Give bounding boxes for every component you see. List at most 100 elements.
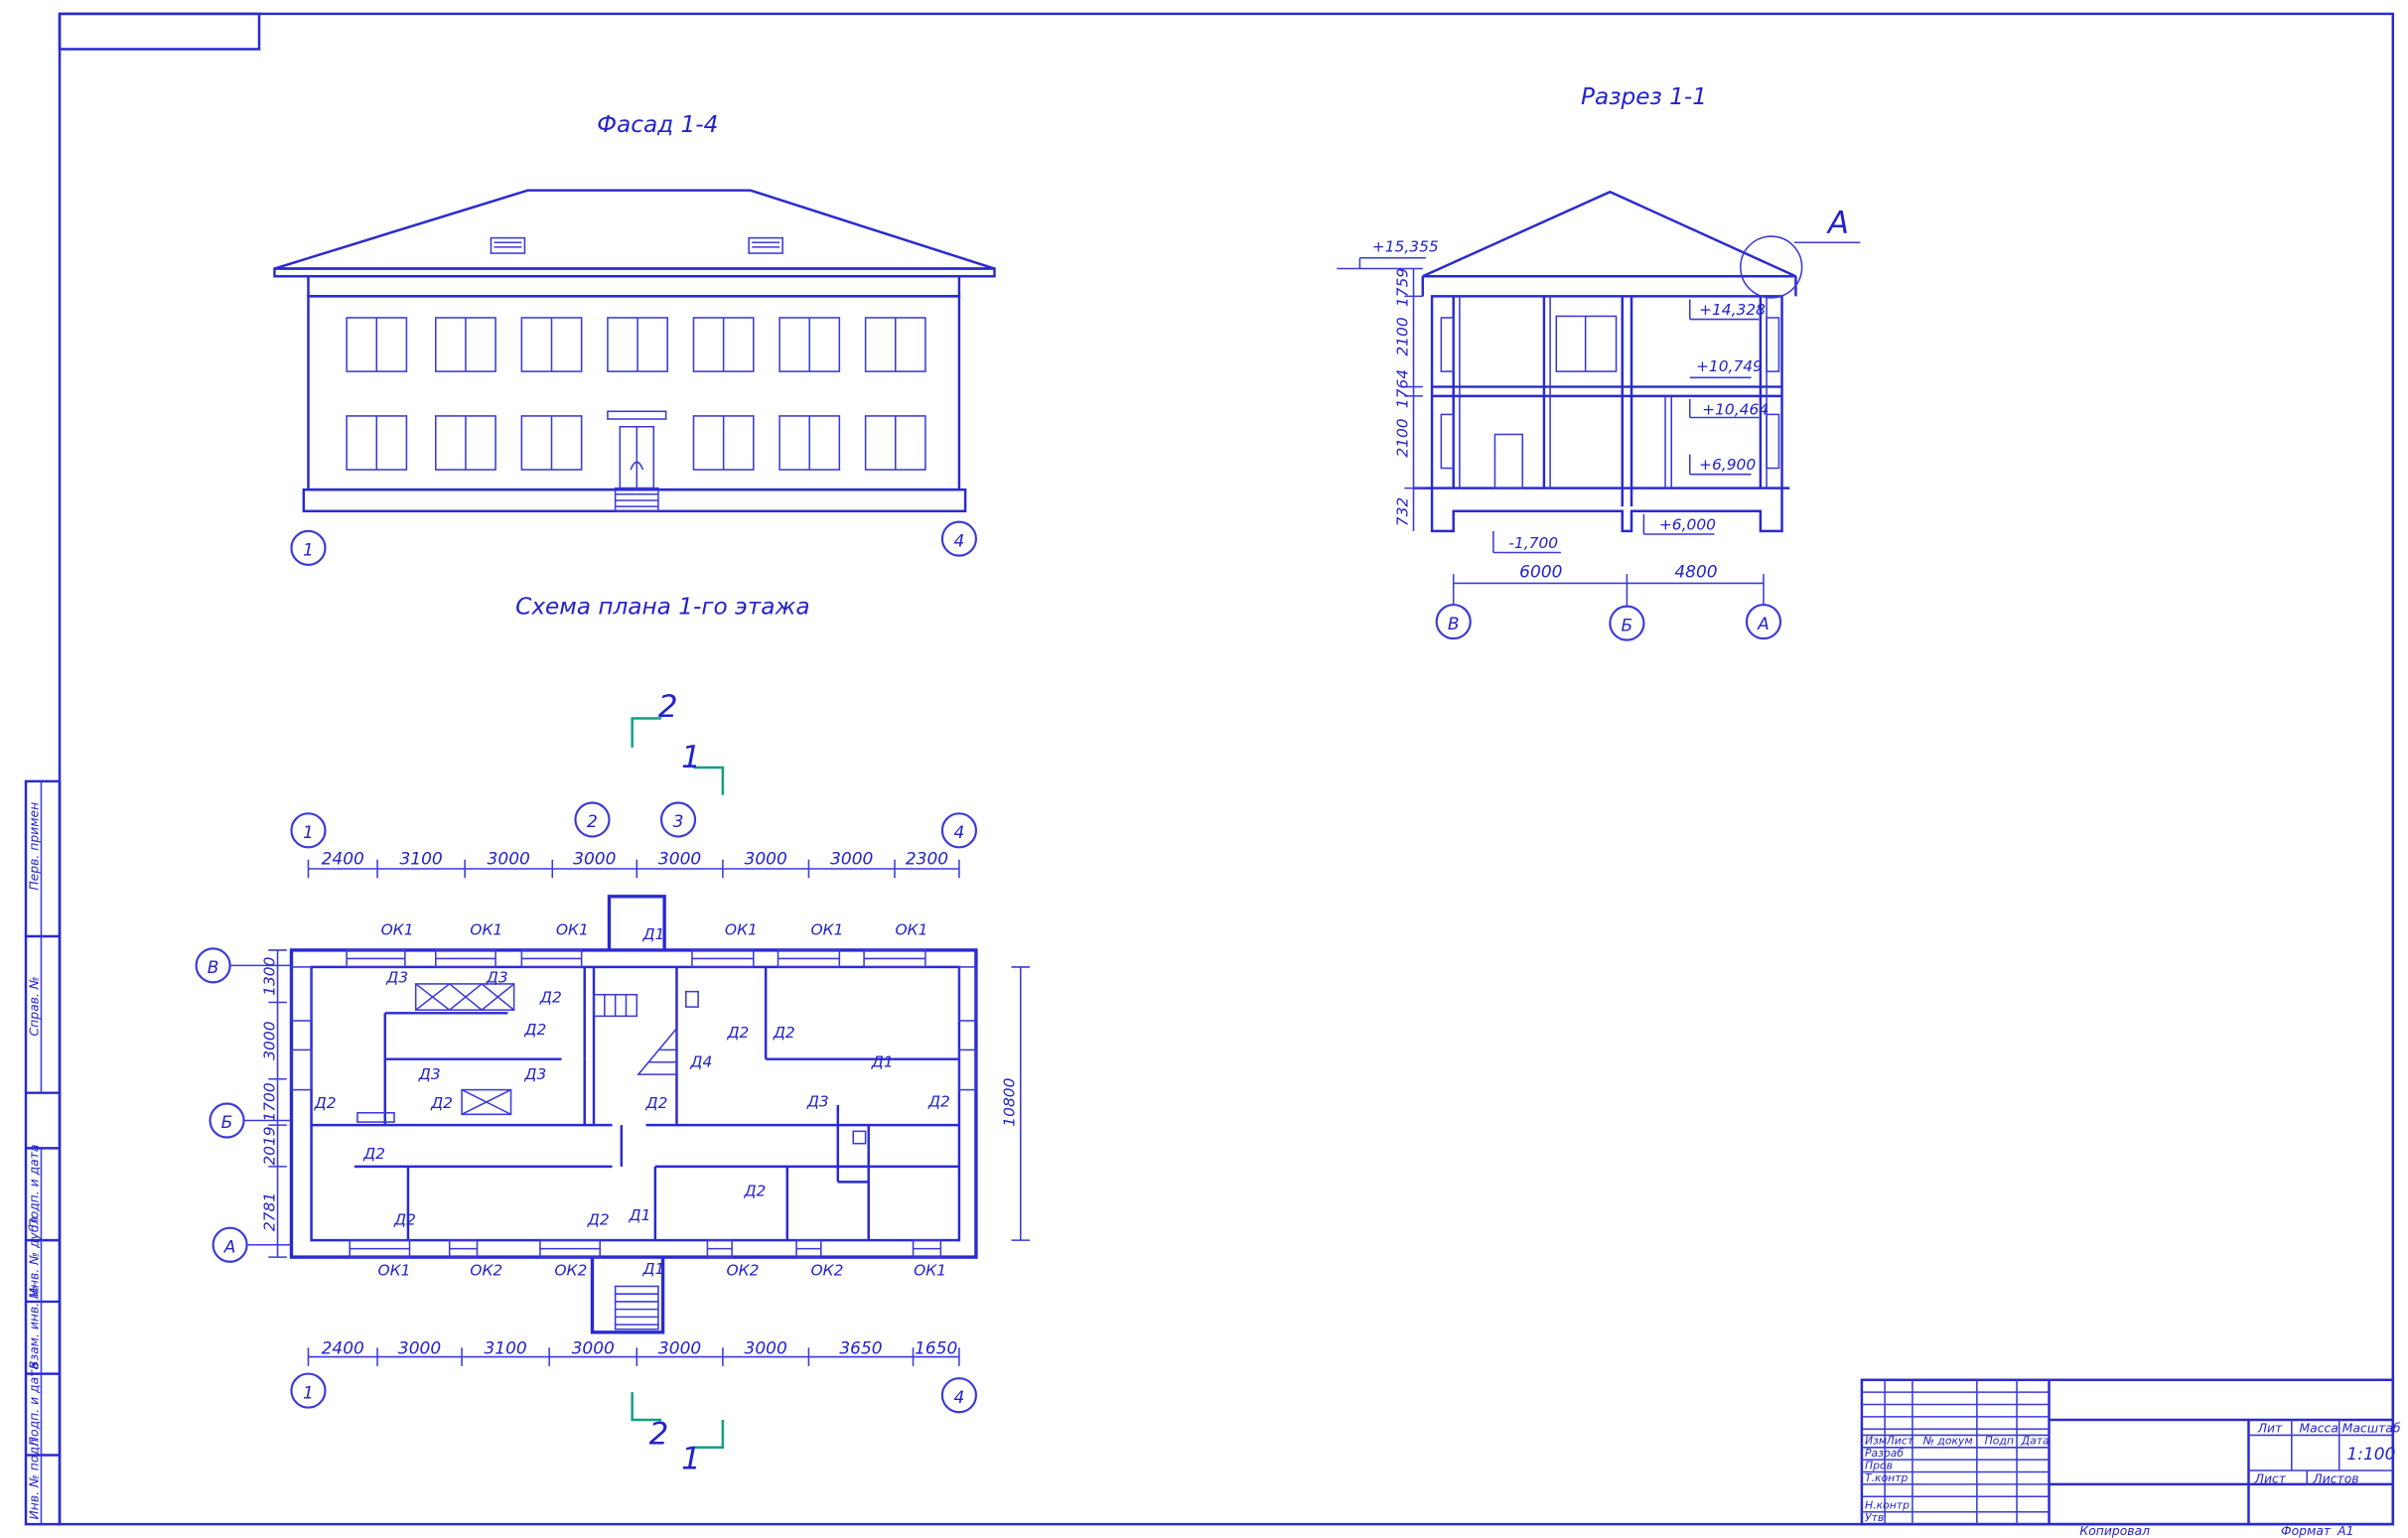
vertical-dim-3: 1764: [1393, 369, 1411, 408]
vertical-dim-1: 1759: [1393, 268, 1411, 307]
vertical-dim-2: 2100: [1393, 317, 1411, 355]
facade-drawing: 1 4: [273, 189, 996, 566]
door-label-16: Д2: [927, 1093, 950, 1111]
plan-dim-top: 3100: [399, 849, 442, 869]
door-label-9: Д4: [689, 1052, 712, 1070]
stamp-mass: Масса: [2300, 1421, 2338, 1435]
horizontal-dim-1: 6000: [1519, 562, 1562, 582]
door-label-6: Д2: [726, 1024, 749, 1042]
stamp-scale: 1:100: [2346, 1445, 2395, 1465]
node-label: А: [1826, 206, 1849, 241]
window-label-bottom-6: ОК1: [914, 1262, 946, 1280]
door-label-11: Д3: [523, 1065, 546, 1083]
plan-dim-bottom: 3650: [839, 1338, 882, 1358]
elevation-4: +10,464: [1702, 400, 1769, 418]
door-label-10: Д3: [418, 1065, 441, 1083]
plan-axis-bottom-1: 1: [303, 1383, 314, 1403]
plan-dim-top: 3000: [658, 849, 701, 869]
side-label-5: Взам. инв. №: [27, 1286, 41, 1369]
cut-label-bottom-1: 1: [681, 1441, 701, 1476]
window-label-top-2: ОК1: [470, 920, 502, 938]
door-label-8: Д1: [871, 1052, 894, 1070]
door-label-22: Д1: [641, 1260, 664, 1278]
plan-dim-left: 1700: [260, 1082, 278, 1121]
door-label-12: Д2: [314, 1094, 337, 1112]
cut-label-bottom-2: 2: [649, 1417, 669, 1453]
door-label-13: Д2: [430, 1094, 453, 1112]
plan-window-right: [958, 966, 977, 1022]
plan-dim-top: 3000: [488, 849, 530, 869]
stamp-col-sign: Подп: [1985, 1435, 2014, 1448]
plan-axis-left-v: В: [208, 958, 219, 978]
plan-axis-top-3: 3: [673, 812, 684, 832]
door-label-2: Д3: [385, 968, 408, 986]
door-label-19: Д2: [393, 1211, 416, 1229]
section-axis-3: А: [1757, 615, 1770, 634]
door-label-20: Д2: [587, 1211, 610, 1229]
elevation-7: -1,700: [1508, 534, 1558, 552]
stamp-role-3: Т.контр: [1865, 1471, 1909, 1484]
section-axis-2: Б: [1622, 616, 1633, 635]
stamp-copied: Копировал: [2079, 1524, 2150, 1538]
plan-dim-top: 3000: [830, 849, 873, 869]
stamp-role-4: Н.контр: [1865, 1499, 1910, 1512]
elevation-1: +15,355: [1372, 238, 1439, 256]
plan-axis-top-4: 4: [954, 823, 965, 843]
vertical-dim-4: 2100: [1393, 418, 1411, 457]
plan-axis-left-b: Б: [221, 1113, 233, 1133]
stamp-col-list: Лист: [1886, 1435, 1914, 1448]
side-label-4: Инв. № дубл: [27, 1217, 41, 1298]
window-label-top-1: ОК1: [381, 920, 414, 938]
door-label-14: Д2: [645, 1094, 668, 1112]
plan-dim-top: 3000: [573, 849, 616, 869]
section-title: Разрез 1-1: [1581, 83, 1707, 110]
plan-dim-top: 2400: [322, 849, 364, 869]
side-label-1: Перв. примен: [27, 802, 41, 891]
plan-window-left: [290, 966, 313, 1022]
door-label-5: Д2: [523, 1021, 546, 1039]
stamp-role-5: Утв: [1865, 1511, 1884, 1524]
plan-title: Схема плана 1-го этажа: [515, 593, 809, 620]
stamp-role-1: Разраб: [1865, 1447, 1904, 1460]
elevation-2: +14,328: [1699, 301, 1766, 319]
plan-axis-top-2: 2: [587, 812, 598, 832]
window-label-top-3: ОК1: [556, 920, 589, 938]
stamp-col-date: Дата: [2021, 1435, 2050, 1448]
plan-dim-left: 2781: [260, 1192, 278, 1231]
window-label-top-5: ОК1: [811, 920, 844, 938]
side-label-2: Справ. №: [27, 976, 41, 1036]
plan-dim-top: 2300: [906, 849, 948, 869]
side-label-3: Подп. и дата: [27, 1145, 41, 1228]
facade-title: Фасад 1-4: [597, 111, 718, 138]
window-label-bottom-3: ОК2: [554, 1262, 587, 1280]
plan-drawing: 2 1 2 1: [195, 689, 1031, 1476]
stamp-col-doc: № докум: [1922, 1435, 1973, 1448]
plan-dim-left: 1300: [260, 956, 278, 995]
stamp-format-label: Формат: [2281, 1524, 2332, 1538]
section-axis-1: В: [1448, 615, 1460, 634]
stamp-scale-label: Масштаб: [2342, 1421, 2401, 1435]
door-label-21: Д1: [629, 1206, 651, 1224]
door-label-4: Д2: [539, 988, 562, 1006]
plan-dim-top: 3000: [745, 849, 787, 869]
horizontal-dim-2: 4800: [1674, 562, 1717, 582]
elevation-3: +10,749: [1696, 357, 1763, 375]
side-label-6: Подп. и дата: [27, 1362, 41, 1446]
plan-dim-bottom: 3000: [572, 1338, 615, 1358]
window-label-top-6: ОК1: [896, 920, 928, 938]
window-label-bottom-5: ОК2: [811, 1262, 844, 1280]
window-label-bottom-1: ОК1: [378, 1262, 411, 1280]
stamp-lit: Лит: [2257, 1421, 2283, 1435]
side-label-7: Инв. № подл: [27, 1439, 41, 1519]
door-label-15: Д3: [806, 1093, 829, 1111]
window-label-top-4: ОК1: [725, 920, 758, 938]
facade-axis-right: 4: [954, 531, 965, 551]
plan-dim-bottom: 3000: [658, 1338, 701, 1358]
title-block: Изм Лист № докум Подп Дата Разраб Пров Т…: [1860, 1378, 2401, 1538]
section-drawing: А 1759 2100 1764 2100 732 +15,355 +14,32…: [1337, 190, 1861, 641]
door-label-3: Д3: [486, 968, 508, 986]
window-label-bottom-4: ОК2: [726, 1262, 759, 1280]
plan-window-left: [290, 1049, 313, 1091]
plan-window-right: [958, 1049, 977, 1091]
